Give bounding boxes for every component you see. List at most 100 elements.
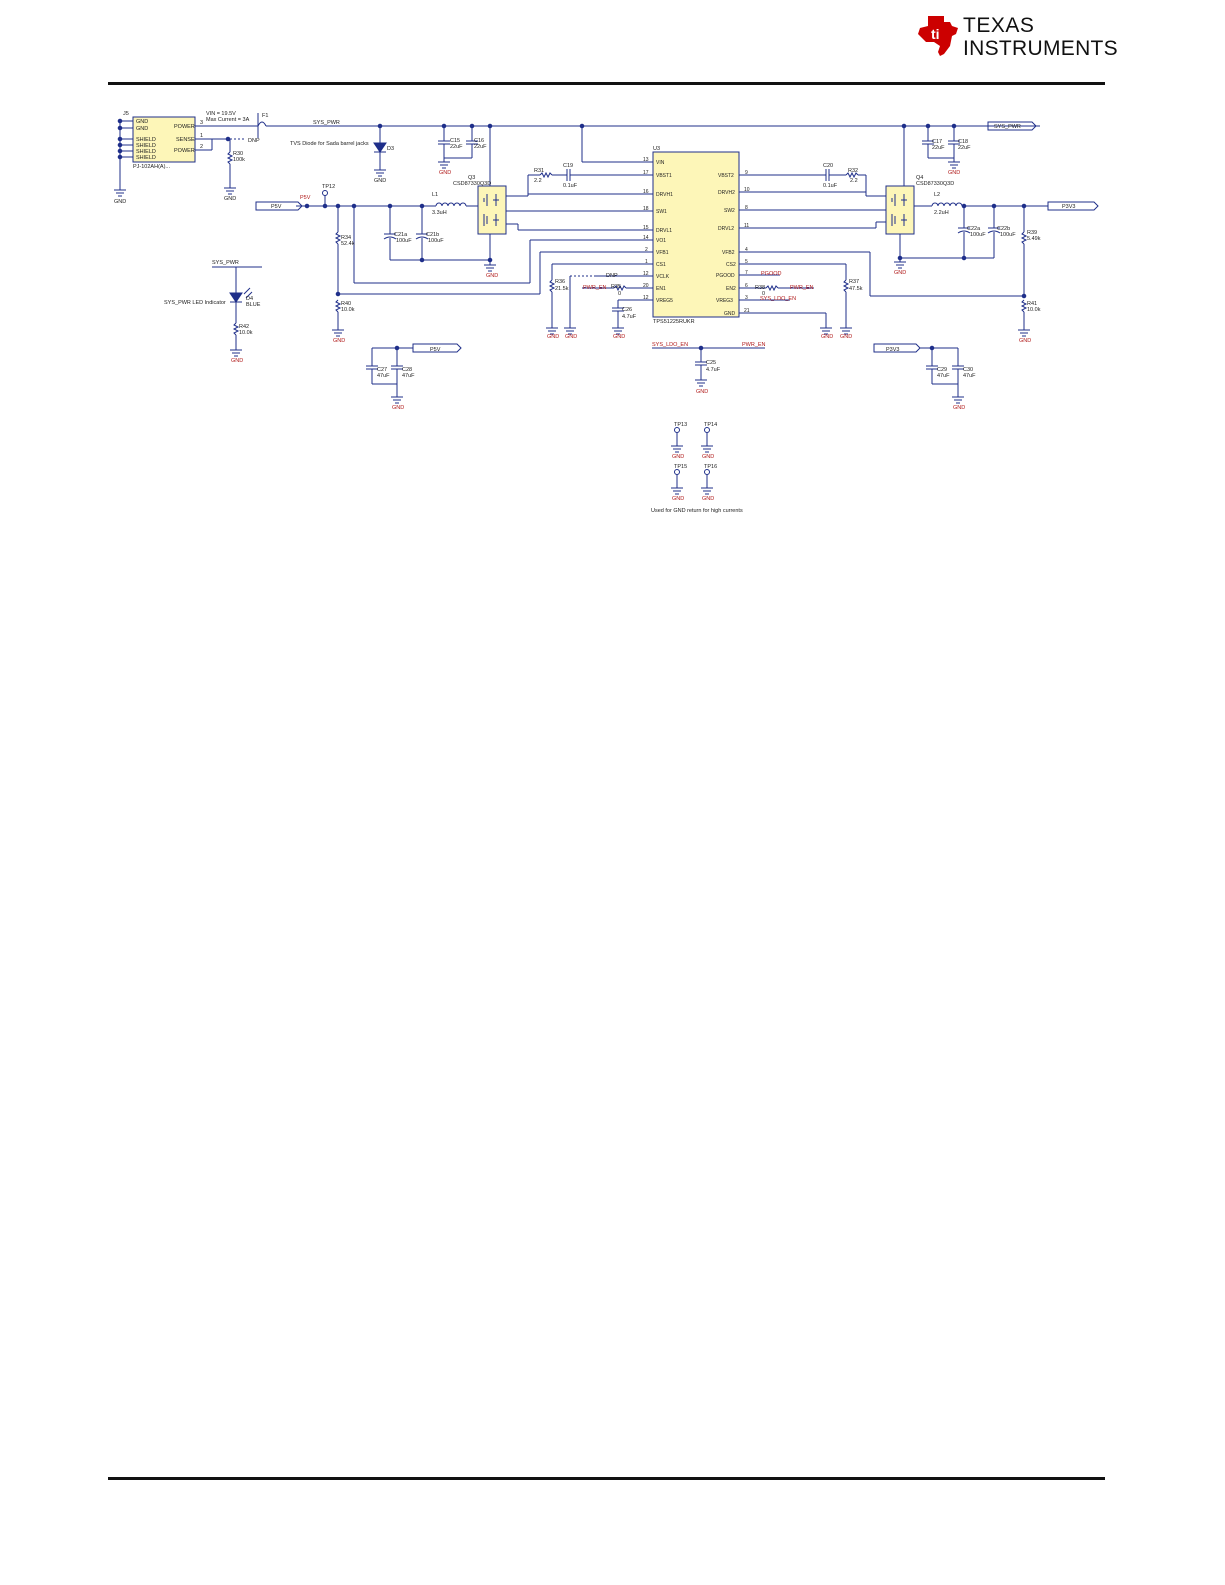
r32-ref: R32 [848, 168, 858, 174]
c30-ref: C30 [963, 367, 973, 373]
gnd-label-d3: GND [374, 178, 386, 184]
gnd-symbol-c26 [612, 327, 624, 335]
u3-pin-cs2: CS2 [726, 262, 736, 268]
fuse-dnp: DNP [248, 138, 260, 144]
resistor-r32 [845, 171, 859, 179]
gnd-label-q3: GND [486, 273, 498, 279]
gnd-symbol-c28 [391, 396, 403, 404]
resistor-r41 [1020, 299, 1028, 313]
r41-val: 10.0k [1027, 307, 1041, 313]
test-point-tp16 [701, 469, 713, 495]
gnd-label-r40: GND [333, 338, 345, 344]
sys-pwr-right-label: SYS_PWR [994, 124, 1021, 130]
tvs-diode-d3 [373, 142, 387, 153]
footer-rule [108, 1477, 1105, 1480]
connector-pin-dots [117, 118, 123, 160]
c22b-ref: C22b [997, 226, 1010, 232]
u3-pin-num-16: 16 [643, 189, 649, 195]
p5v-bottom-label: P5V [430, 347, 441, 353]
r37-val: 47.5k [849, 286, 863, 292]
led-ref: D4 [246, 296, 253, 302]
c19-val: 0.1uF [563, 183, 578, 189]
net-label-p5v-flag [255, 201, 303, 211]
ic-u3-body [652, 151, 740, 318]
gnd-label-r37: GND [840, 334, 852, 340]
capacitor-c19 [566, 169, 571, 181]
mosfet-q3-body [477, 185, 507, 235]
connector-left-pin-2: GND [136, 126, 148, 132]
capacitor-c20 [825, 169, 830, 181]
u3-pin-vfb2: VFB2 [722, 250, 735, 256]
test-point-tp15 [671, 469, 683, 495]
connector-right-pin-2: SENSE [176, 137, 195, 143]
c20-val: 0.1uF [823, 183, 838, 189]
c27-val: 47uF [377, 373, 390, 379]
gnd-label-c30: GND [953, 405, 965, 411]
gnd-label-tp15: GND [672, 496, 684, 502]
r31-ref: R31 [534, 168, 544, 174]
ti-logo-glyph: ti [931, 26, 940, 42]
capacitor-c22b [987, 227, 1001, 234]
c22b-val: 100uF [1000, 232, 1016, 238]
vin-note: VIN = 19.5V [206, 111, 236, 117]
gnd-symbol-d3 [374, 169, 386, 177]
l2-val: 2.2uH [934, 210, 949, 216]
q4-ref: Q4 [916, 175, 923, 181]
gnd-symbol-q3 [484, 264, 496, 272]
gnd-label-c28: GND [392, 405, 404, 411]
u3-pin-num-17: 17 [643, 170, 649, 176]
r31-val: 2.2 [534, 178, 542, 184]
connector-pin-num-2: 1 [200, 133, 203, 139]
c17-val: 22uF [932, 145, 945, 151]
net-label-p3v3-bottom-flag [873, 343, 921, 353]
u3-pin-num-2: 2 [645, 247, 648, 253]
p5v-label: P5V [271, 204, 282, 210]
u3-pin-num-1: 1 [645, 259, 648, 265]
u3-pin-num-13: 13 [643, 157, 649, 163]
gnd-label-tp13: GND [672, 454, 684, 460]
vclk-dnp: DNP [606, 273, 618, 279]
capacitor-c21b [415, 233, 429, 240]
r30-val: 100k [233, 157, 245, 163]
brand-line-1: TEXAS [963, 14, 1035, 37]
u3-pin-num-8: 8 [745, 205, 748, 211]
u3-pin-num-12b: 12 [643, 295, 649, 301]
gnd-label-c15: GND [439, 170, 451, 176]
u3-pin-num-3: 3 [745, 295, 748, 301]
gnd-symbol-r41 [1018, 329, 1030, 337]
gnd-symbol-j5 [114, 189, 126, 197]
u3-pin-num-15: 15 [643, 225, 649, 231]
capacitor-c15 [438, 140, 450, 145]
u3-pin-num-12: 12 [643, 271, 649, 277]
u3-pin-vreg5: VREG5 [656, 298, 673, 304]
capacitor-c22a [957, 227, 971, 234]
c28-ref: C28 [402, 367, 412, 373]
c21a-val: 100uF [396, 238, 412, 244]
resistor-r34 [334, 231, 342, 245]
pwr-en-right: PWR_EN [790, 285, 814, 291]
gnd-symbol-c30 [952, 396, 964, 404]
c19-ref: C19 [563, 163, 573, 169]
gnd-label-led: GND [231, 358, 243, 364]
resistor-r35 [613, 284, 627, 292]
c29-val: 47uF [937, 373, 950, 379]
resistor-r36 [548, 279, 556, 293]
tp14-ref: TP14 [704, 422, 717, 428]
inductor-l2 [931, 202, 963, 207]
connector-ref: J5 [123, 111, 129, 117]
resistor-r42 [232, 322, 240, 336]
connector-left-pins [119, 120, 133, 190]
gnd-label-c26: GND [613, 334, 625, 340]
tp13-ref: TP13 [674, 422, 687, 428]
l2-ref: L2 [934, 192, 940, 198]
sys-pwr-label: SYS_PWR [313, 120, 340, 126]
test-point-tp14 [701, 427, 713, 453]
r37-ref: R37 [849, 279, 859, 285]
r40-ref: R40 [341, 301, 351, 307]
l1-val: 3.3uH [432, 210, 447, 216]
gnd-symbol-r36 [546, 327, 558, 335]
connector-part: PJ-102AH(A)... [133, 164, 170, 170]
c30-val: 47uF [963, 373, 976, 379]
c25-val: 4.7uF [706, 367, 721, 373]
